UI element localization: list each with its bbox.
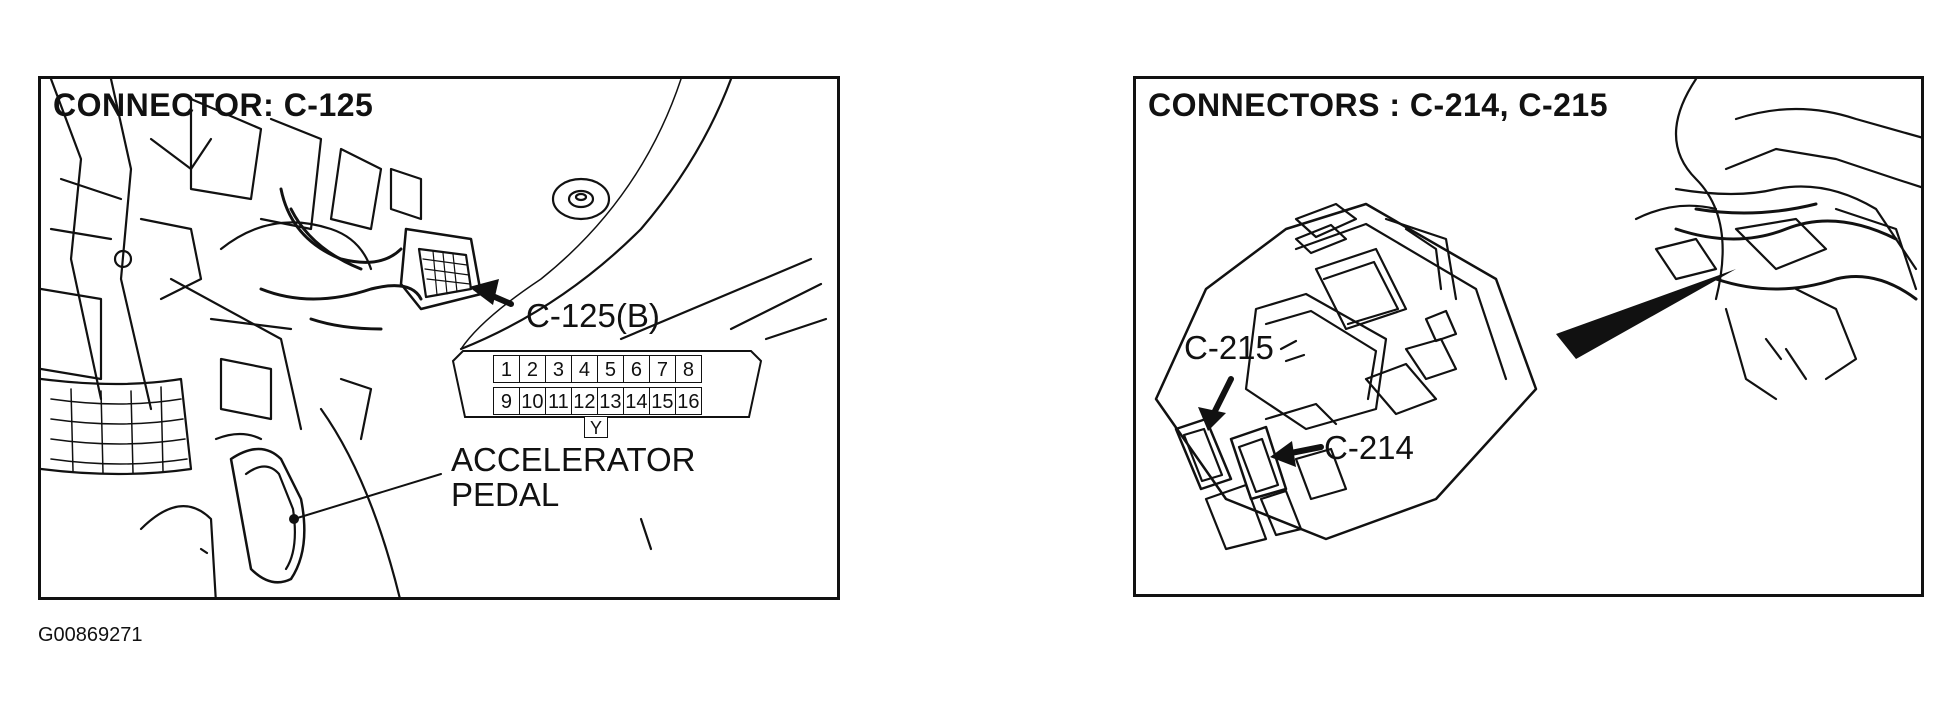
pin-2: 2 [519, 355, 546, 383]
panel-title-c125: CONNECTOR: C-125 [53, 87, 374, 123]
pin-row-top: 1 2 3 4 5 6 7 8 [493, 355, 702, 383]
callout-pedal-line2: PEDAL [451, 475, 560, 513]
pin-marker-y: Y [584, 416, 608, 438]
pin-3: 3 [545, 355, 572, 383]
pin-14: 14 [623, 387, 650, 415]
callout-c125b: C-125(B) [526, 297, 660, 334]
pin-8: 8 [675, 355, 702, 383]
callout-c215: C-215 [1184, 329, 1274, 366]
callout-pedal-line1: ACCELERATOR [451, 441, 696, 478]
connector-c125-panel: CONNECTOR: C-125 C-125(B) 1 2 3 4 5 6 7 … [38, 76, 840, 600]
pin-12: 12 [571, 387, 598, 415]
diagnostic-connector-face [451, 350, 763, 418]
junction-block-illustration [1154, 79, 1921, 551]
callout-c214: C-214 [1324, 429, 1414, 466]
pin-16: 16 [675, 387, 702, 415]
engine-bay-illustration [41, 79, 828, 597]
connectors-c214-c215-panel: CONNECTORS : C-214, C-215 C-215 C-214 [1133, 76, 1924, 597]
figure-code: G00869271 [38, 624, 143, 646]
pin-10: 10 [519, 387, 546, 415]
pin-15: 15 [649, 387, 676, 415]
callout-accelerator-pedal: ACCELERATOR PEDAL [451, 441, 696, 513]
panel-title-c214-c215: CONNECTORS : C-214, C-215 [1148, 87, 1609, 123]
pin-7: 7 [649, 355, 676, 383]
pin-4: 4 [571, 355, 598, 383]
pin-1: 1 [493, 355, 520, 383]
pin-5: 5 [597, 355, 624, 383]
pin-9: 9 [493, 387, 520, 415]
pin-13: 13 [597, 387, 624, 415]
pin-6: 6 [623, 355, 650, 383]
pin-11: 11 [545, 387, 572, 415]
pin-row-bottom: 9 10 11 12 13 14 15 16 [493, 387, 702, 415]
